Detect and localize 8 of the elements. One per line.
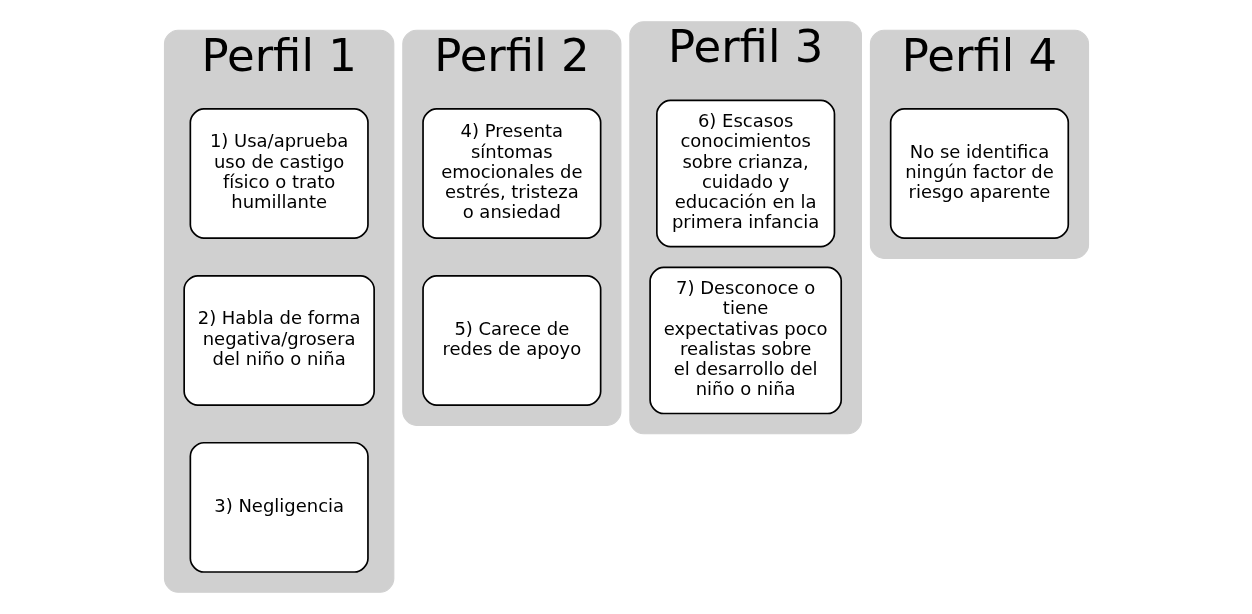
node-box: 3) Negligencia [189, 441, 369, 573]
node-box: 6) Escasos conocimientos sobre crianza, cuidado y educación en la primera infancia [655, 99, 835, 248]
node-box: No se identifica ningún factor de riesgo aparente [889, 108, 1069, 239]
node-box: 4) Presenta síntomas emocionales de estrés, tristeza o ansiedad [421, 108, 601, 239]
node-box: 7) Desconoce o tiene expectativas poco realistas sobre el desarrollo del niño o niña [648, 266, 842, 415]
node-box: 1) Usa/aprueba uso de castigo físico o trato humillante [189, 108, 369, 239]
node-box: 2) Habla de forma negativa/grosera del niño o niña [182, 274, 375, 406]
node-box: 5) Carece de redes de apoyo [421, 274, 601, 406]
